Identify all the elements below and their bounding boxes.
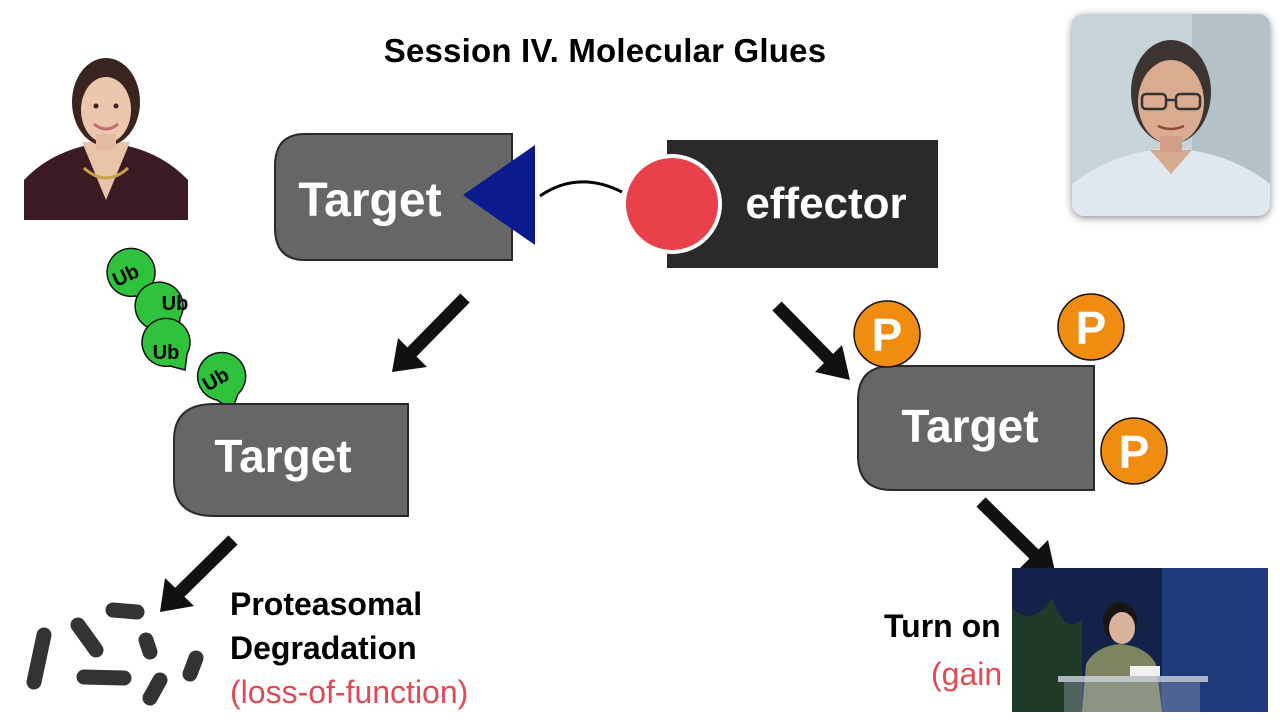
fragment-icon (76, 669, 132, 686)
fragment-icon (105, 602, 145, 620)
turn-on-label: Turn on (884, 608, 1001, 644)
phospho-label-2: P (1076, 302, 1107, 354)
fragment-icon (26, 627, 52, 690)
arrow-activation-icon (976, 497, 1056, 576)
fragment-icon (138, 632, 158, 660)
proteasomal-label: Proteasomal (230, 586, 423, 622)
ubiquitin-chain: Ub Ub Ub Ub (106, 247, 247, 412)
phospho-label-1: P (872, 309, 903, 361)
video-inset-illustration (1012, 568, 1268, 712)
phospho-icon: P (853, 300, 921, 368)
arrow-degradation-icon (160, 535, 238, 612)
ub-label-3: Ub (153, 342, 180, 364)
target-right: Target (857, 365, 1095, 491)
fragment-icon (70, 617, 104, 658)
target-left-label: Target (214, 430, 351, 482)
speaker-video-inset (1012, 568, 1268, 712)
speaker-right-illustration (1072, 14, 1270, 216)
speaker-left-illustration (24, 58, 188, 220)
effector-label: effector (745, 179, 906, 228)
target-left: Target (173, 403, 409, 517)
phospho-label-3: P (1119, 426, 1150, 478)
phospho-icon: P (1057, 293, 1125, 361)
effector: effector (622, 140, 938, 268)
phospho-icon: P (1100, 417, 1168, 485)
ub-label-2: Ub (162, 293, 189, 315)
speaker-photo-right (1072, 14, 1270, 216)
fragment-icon (182, 650, 204, 682)
arrow-down-right-icon (772, 301, 850, 380)
target-top-label: Target (298, 174, 441, 227)
linker-curve (539, 180, 623, 198)
fragment-icon (142, 672, 168, 706)
target-right-label: Target (901, 400, 1038, 452)
loss-of-function-label: (loss-of-function) (230, 674, 469, 710)
glue-triangle-icon (463, 145, 535, 245)
arrow-down-left-icon (392, 293, 470, 372)
slide-title: Session IV. Molecular Glues (383, 32, 827, 69)
degradation-label: Degradation (230, 630, 417, 666)
ub-tag-icon: Ub (106, 247, 156, 301)
target-top: Target (274, 133, 513, 261)
ub-tag-icon: Ub (141, 317, 191, 371)
gain-of-function-label: (gain (931, 656, 1003, 692)
ub-tag-icon: Ub (196, 351, 247, 412)
degraded-fragments (26, 602, 204, 706)
speaker-photo-left (24, 30, 188, 220)
